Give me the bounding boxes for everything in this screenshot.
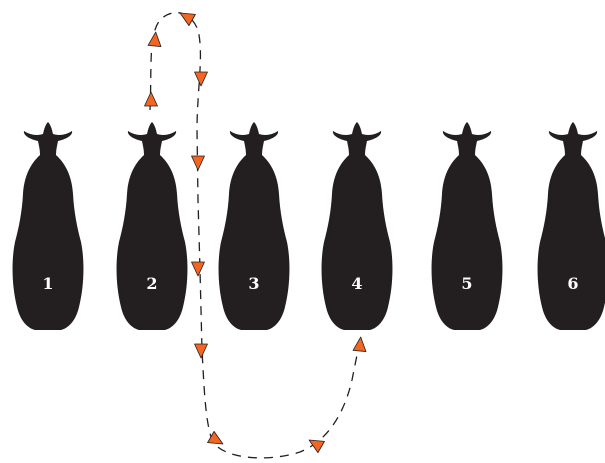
cow-5: 5 [431, 122, 503, 330]
cow-icon [321, 122, 393, 330]
cow-icon [431, 122, 503, 330]
triangle-arrow-icon [191, 155, 205, 171]
cow-label: 5 [461, 274, 472, 293]
dashed-path [149, 11, 360, 459]
cow-icon [12, 122, 84, 330]
cow-label: 4 [351, 274, 362, 293]
triangle-arrow-icon [179, 12, 196, 27]
cow-2: 2 [116, 122, 188, 330]
triangle-arrow-icon [194, 343, 208, 359]
cow-1: 1 [12, 122, 84, 330]
dashed-route-line [149, 11, 360, 459]
cow-3: 3 [218, 122, 290, 330]
cow-label: 2 [146, 274, 157, 293]
triangle-arrow-icon [194, 71, 208, 87]
triangle-arrow-icon [308, 439, 325, 454]
cow-icon [218, 122, 290, 330]
cow-icon [537, 122, 605, 330]
cow-4: 4 [321, 122, 393, 330]
triangle-arrow-icon [207, 430, 224, 445]
cow-label: 6 [567, 274, 578, 293]
cow-6: 6 [537, 122, 605, 330]
cow-label: 3 [248, 274, 259, 293]
triangle-arrow-icon [191, 261, 205, 277]
triangle-arrow-icon [352, 336, 367, 352]
triangle-arrow-icon [144, 91, 158, 107]
arrow-markers [144, 12, 367, 454]
triangle-arrow-icon [147, 31, 162, 47]
cow-label: 1 [42, 274, 53, 293]
cow-icon [116, 122, 188, 330]
cow-row: 1 2 3 4 5 6 [12, 122, 605, 330]
